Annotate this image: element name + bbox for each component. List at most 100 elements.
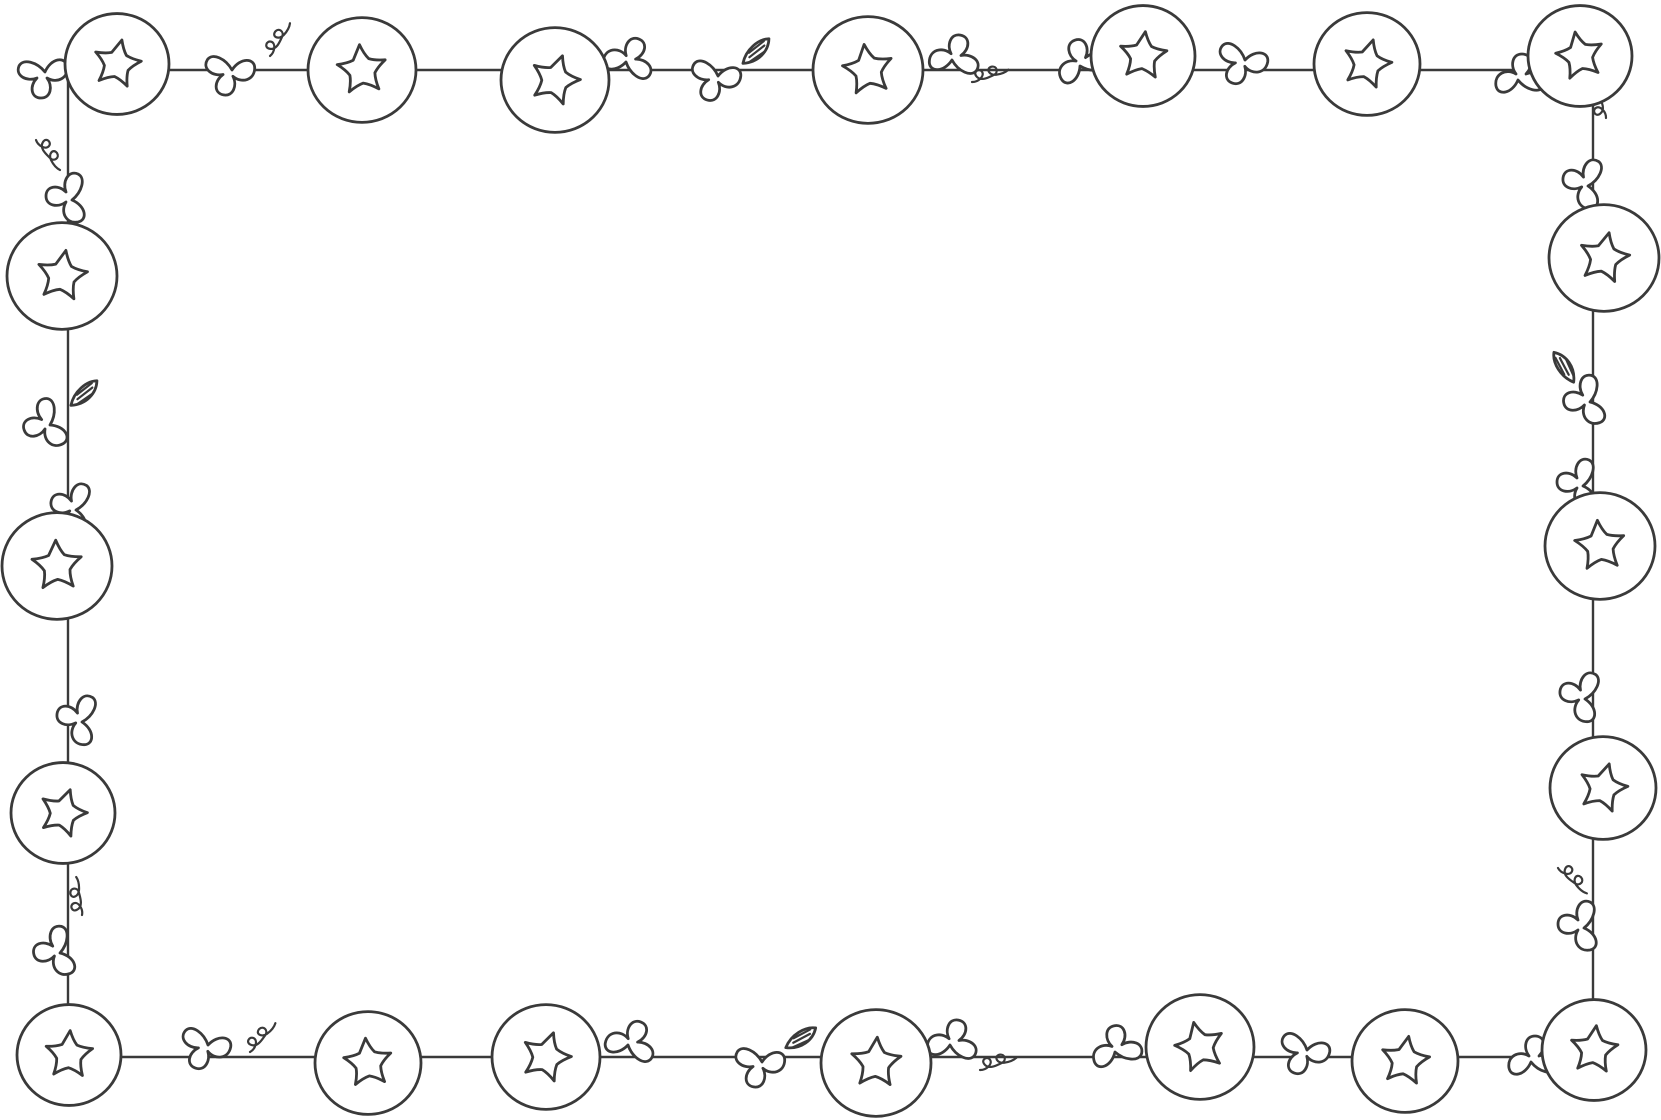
flower [1144, 993, 1256, 1101]
flower-star [1119, 30, 1169, 79]
leaf-shape [925, 1018, 978, 1060]
leaf [1562, 373, 1607, 425]
flower [499, 26, 611, 134]
flower-star [1173, 1021, 1223, 1072]
flower [0, 511, 114, 621]
flower-bud [784, 1026, 818, 1050]
flower-star [1554, 30, 1603, 80]
flower [1547, 203, 1661, 313]
flower-star [1570, 1024, 1620, 1073]
tendril [69, 875, 84, 917]
leaf [181, 1027, 233, 1071]
tendril-curl [978, 1053, 1018, 1072]
flower [15, 1003, 123, 1107]
leaf-shape [1558, 671, 1600, 724]
leaf [1561, 158, 1603, 211]
leaf [22, 397, 69, 447]
leaf-shape [1561, 158, 1603, 211]
leaf-shape [1218, 42, 1270, 86]
flower-star [94, 38, 143, 88]
tendril-curl [247, 1022, 277, 1054]
leaf-shape [55, 694, 97, 747]
flower [1543, 491, 1657, 601]
leaf [925, 1018, 978, 1060]
leaf-shape [1556, 899, 1598, 952]
flower-star [37, 249, 89, 301]
leaf-shape [1092, 1024, 1144, 1069]
flower-star [335, 43, 387, 94]
leaf-shape [734, 1047, 787, 1089]
tendril-curl [265, 22, 292, 58]
leaf [1558, 671, 1600, 724]
flower-star [532, 54, 582, 106]
flower [306, 16, 418, 124]
flower-star [1580, 231, 1632, 283]
flower [9, 761, 117, 865]
tendril-curl [1556, 865, 1588, 895]
flower [1312, 11, 1422, 117]
flower [490, 1003, 602, 1111]
leaf-shape [32, 924, 77, 976]
flower-star [1344, 38, 1394, 89]
leaf [1280, 1032, 1332, 1076]
tendril [970, 65, 1010, 84]
tendril-curl [69, 875, 84, 917]
flower [819, 1008, 933, 1118]
flower [313, 1010, 423, 1116]
flower [63, 12, 171, 116]
flower-star [342, 1036, 393, 1086]
bud-stripes [747, 40, 766, 63]
flower-star [1580, 762, 1630, 813]
leaf-shape [16, 58, 69, 100]
leaf-shape [204, 55, 257, 97]
flower-star [841, 43, 893, 95]
flower [5, 221, 119, 331]
flower-bud [741, 37, 771, 65]
flower-star [44, 1029, 94, 1077]
bud-stripes [75, 382, 94, 405]
flower-star [523, 1031, 573, 1083]
leaf [603, 1019, 655, 1063]
tendril-curl [970, 65, 1010, 84]
leaf-shape [691, 59, 743, 102]
leaf-shape [181, 1027, 233, 1071]
flower-star [41, 788, 89, 838]
flower [1089, 4, 1197, 108]
flower-star [1381, 1035, 1431, 1085]
tendril [265, 22, 292, 58]
leaf-shape [44, 171, 86, 224]
flower-bud [1552, 350, 1576, 384]
leaf-shape [22, 397, 69, 447]
flower [1526, 4, 1634, 108]
vine-border [66, 68, 1595, 1059]
leaf [32, 924, 77, 976]
flower-bud [69, 379, 99, 407]
tendril [978, 1053, 1018, 1072]
tendril [1556, 865, 1588, 895]
leaf-and-curl-decorations [16, 22, 1608, 1089]
flower-star [1573, 518, 1626, 570]
flower [1350, 1008, 1460, 1114]
leaf [1218, 42, 1270, 86]
leaf [55, 694, 97, 747]
tendril [247, 1022, 277, 1054]
flower [1548, 735, 1658, 841]
leaf-shape [603, 1019, 655, 1063]
bud-stripes [791, 1028, 812, 1049]
leaf [204, 55, 257, 97]
leaf [734, 1047, 787, 1089]
flower [811, 15, 925, 125]
leaf [1092, 1024, 1144, 1069]
leaf [16, 58, 69, 100]
flower-row [0, 4, 1661, 1118]
tendril [34, 138, 62, 172]
flower-star [30, 538, 83, 589]
tendril-curl [34, 138, 62, 172]
leaf-shape [1562, 373, 1607, 425]
leaf-shape [1280, 1032, 1332, 1076]
leaf [1556, 899, 1598, 952]
bud-stripes [1554, 356, 1575, 377]
flower [1540, 998, 1648, 1102]
vine-lines [66, 68, 1595, 1059]
